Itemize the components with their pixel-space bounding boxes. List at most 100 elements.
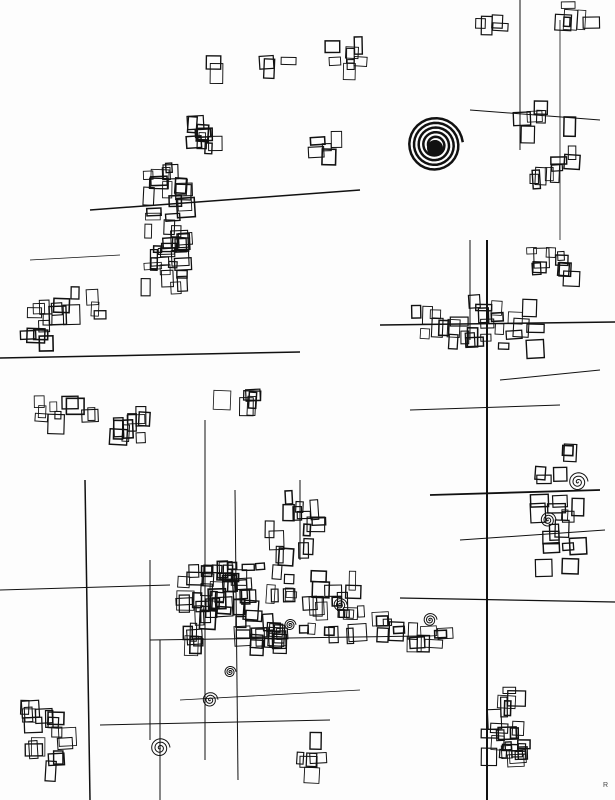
ink-square <box>42 313 53 326</box>
ink-square <box>567 145 577 160</box>
ink-square <box>328 56 342 67</box>
ink-square <box>140 278 151 297</box>
ink-square <box>562 443 578 463</box>
ink-square <box>552 466 568 482</box>
ink-square <box>561 542 575 552</box>
ink-square <box>407 622 419 640</box>
ink-square <box>449 316 469 327</box>
ink-square <box>47 752 66 767</box>
ink-square <box>144 223 153 239</box>
ink-square <box>554 254 569 267</box>
ink-square <box>262 58 276 80</box>
ink-square <box>176 590 195 611</box>
ink-square <box>200 565 213 578</box>
ink-line <box>0 351 301 359</box>
ink-square <box>185 134 203 150</box>
ink-square <box>345 609 355 619</box>
ink-square <box>535 109 547 124</box>
ink-line <box>409 404 561 411</box>
ink-square <box>51 726 63 738</box>
ink-square <box>164 212 181 223</box>
ink-spiral <box>333 598 348 611</box>
ink-square <box>561 557 580 575</box>
ink-square <box>309 136 326 146</box>
ink-square <box>475 303 493 312</box>
ink-square <box>159 264 171 276</box>
ink-square <box>353 56 368 68</box>
ink-square <box>178 594 191 613</box>
ink-square <box>149 248 159 270</box>
ink-square <box>235 615 247 629</box>
ink-square <box>162 163 179 180</box>
ink-square <box>467 294 481 309</box>
ink-square <box>244 609 263 623</box>
ink-square <box>421 305 433 325</box>
ink-square <box>33 395 45 409</box>
ink-square <box>70 286 80 300</box>
ink-square <box>85 288 99 306</box>
ink-square <box>90 301 100 317</box>
ink-square <box>108 427 129 446</box>
ink-line <box>429 489 601 496</box>
ink-square <box>28 740 39 760</box>
ink-square <box>490 311 505 323</box>
ink-square <box>410 304 422 319</box>
ink-square <box>170 229 189 249</box>
ink-square <box>480 728 499 739</box>
ink-square <box>544 167 554 182</box>
ink-square <box>174 237 188 253</box>
ink-square <box>437 627 454 640</box>
ink-square <box>321 143 332 152</box>
ink-spiral-center <box>427 140 443 156</box>
ink-spiral <box>423 613 438 626</box>
ink-square <box>533 247 550 269</box>
ink-square <box>239 589 257 604</box>
ink-line <box>149 635 421 641</box>
ink-square <box>309 499 320 521</box>
ink-square <box>201 572 215 587</box>
ink-square <box>282 588 296 603</box>
ink-square <box>526 247 537 255</box>
ink-square <box>494 322 505 335</box>
ink-square <box>324 584 343 597</box>
ink-square <box>430 317 444 338</box>
ink-square <box>551 494 569 508</box>
ink-square <box>550 163 564 172</box>
ink-square <box>446 318 461 338</box>
ink-square <box>204 142 213 155</box>
ink-square <box>205 55 222 70</box>
ink-square <box>162 181 173 199</box>
ink-square <box>299 755 318 768</box>
ink-square <box>323 626 335 637</box>
ink-square <box>554 13 573 32</box>
ink-line <box>179 689 361 701</box>
ink-square <box>231 579 249 600</box>
ink-square <box>324 40 341 54</box>
ink-square <box>112 419 124 440</box>
ink-square <box>61 395 79 410</box>
ink-square <box>346 58 355 71</box>
ink-square <box>376 627 390 643</box>
ink-spiral <box>284 619 297 631</box>
ink-line <box>89 189 361 211</box>
ink-square <box>534 465 547 481</box>
ink-square <box>142 186 155 206</box>
ink-square <box>556 262 571 277</box>
ink-square <box>480 15 493 36</box>
ink-square <box>419 327 431 340</box>
ink-square <box>242 390 262 402</box>
ink-square <box>344 46 359 60</box>
ink-square <box>241 563 255 572</box>
ink-square <box>477 307 490 324</box>
ink-square <box>49 401 58 413</box>
ink-square <box>563 153 581 171</box>
ink-square <box>93 310 107 320</box>
ink-square <box>506 753 525 768</box>
ink-square <box>561 444 575 457</box>
ink-square <box>529 502 547 524</box>
ink-square <box>309 731 322 750</box>
ink-square <box>34 707 54 725</box>
ink-square <box>52 297 71 314</box>
ink-square <box>191 592 203 609</box>
ink-square <box>562 8 579 31</box>
